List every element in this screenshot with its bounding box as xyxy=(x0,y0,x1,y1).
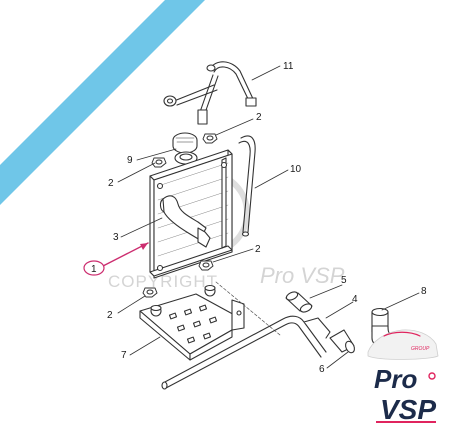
callout-3-label: 3 xyxy=(113,232,119,243)
logo-accent-dot-icon xyxy=(428,372,436,380)
part-4-coolant-pipe xyxy=(161,315,331,390)
part-2-nut-top-right xyxy=(202,133,218,144)
callout-1-ring xyxy=(83,260,105,276)
watermark-brand-text: Pro VSP xyxy=(260,263,345,288)
radiator-filler-neck xyxy=(174,151,198,165)
callout-8-label: 7 xyxy=(121,350,127,361)
callout-9-label: 9 xyxy=(127,155,133,166)
callout-leader-lines xyxy=(117,65,420,369)
part-2-nut-low xyxy=(142,287,158,298)
logo-word-pro: Pro xyxy=(374,364,417,394)
banner-ribbon xyxy=(0,0,205,205)
callout-2-label-mid: 2 xyxy=(255,244,261,255)
alignment-guide-line xyxy=(215,281,281,336)
part-6-elbow-fitting xyxy=(329,329,355,354)
callout-6-label: 6 xyxy=(319,364,325,375)
callout-7-label: 8 xyxy=(421,286,427,297)
callout-2-label-low: 2 xyxy=(107,310,113,321)
part-10-hose xyxy=(238,135,256,237)
part-5-connector xyxy=(285,291,313,313)
part-9-radiator-cap xyxy=(172,132,198,154)
part-8-mounting-bracket xyxy=(139,284,245,361)
logo-word-vsp: VSP xyxy=(380,394,436,425)
part-1-radiator xyxy=(149,149,233,279)
logo-group-label: GROUP xyxy=(411,346,430,352)
logo-car-silhouette-icon xyxy=(367,329,439,360)
callout-1-highlight xyxy=(83,242,149,276)
part-11-overflow-pipe xyxy=(163,61,257,125)
callout-2-label-left: 2 xyxy=(108,178,114,189)
callout-1-arrow xyxy=(102,242,149,267)
callout-4-label: 4 xyxy=(352,294,358,305)
part-2-nut-top-left xyxy=(151,157,167,168)
callout-11-label: 11 xyxy=(283,61,294,72)
callout-1-label: 1 xyxy=(91,264,97,275)
part-3-lower-hose xyxy=(159,195,211,248)
logo-underline-bar xyxy=(376,421,436,423)
pro-vsp-logo: GROUP Pro VSP xyxy=(367,329,439,425)
callout-2-label-top: 2 xyxy=(256,112,262,123)
watermark-copyright-text: COPYRIGHT xyxy=(108,272,218,291)
callout-5-label: 5 xyxy=(341,275,347,286)
part-2-nut-mid xyxy=(198,260,214,271)
callout-10-label: 10 xyxy=(290,164,302,175)
